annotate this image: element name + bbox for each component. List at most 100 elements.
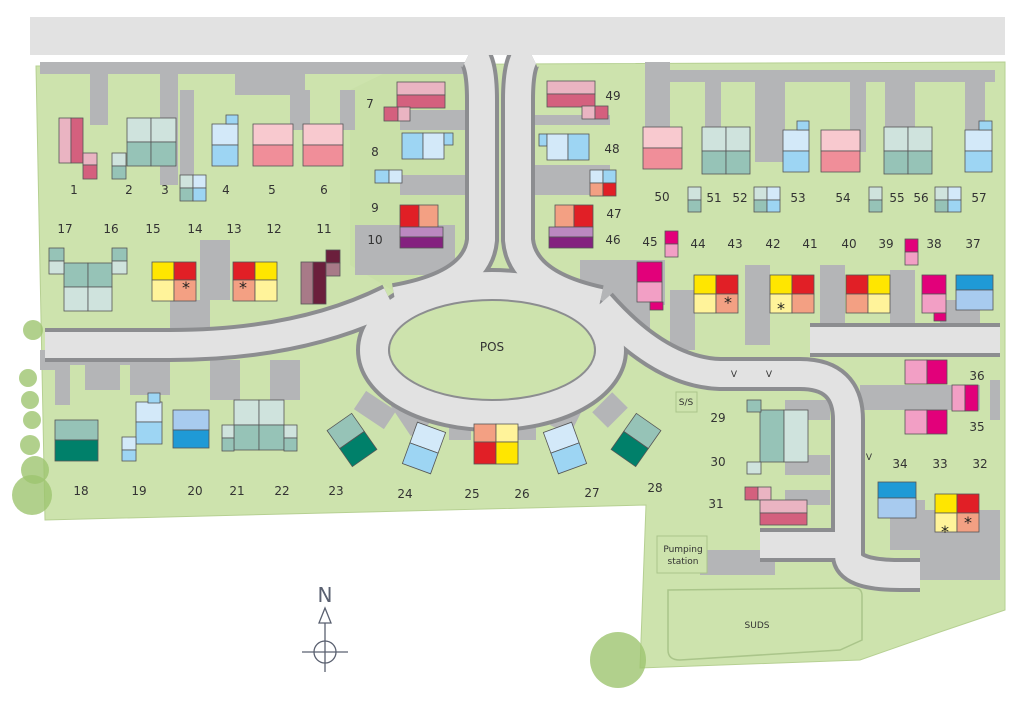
house-block (820, 150, 861, 173)
house-block (581, 105, 596, 120)
house-block (602, 169, 617, 184)
driveway (270, 360, 300, 400)
plot-number-29: 29 (710, 411, 725, 425)
plot-number-36: 36 (969, 369, 984, 383)
house-block (933, 312, 947, 322)
plot-number-9: 9 (371, 201, 379, 215)
house-block (233, 399, 260, 426)
house-block (87, 262, 113, 288)
house-block (211, 123, 239, 146)
plot-number-15: 15 (145, 222, 160, 236)
house-block (867, 274, 891, 295)
tree-icon (12, 475, 52, 515)
pos-green (388, 299, 596, 401)
house-block (907, 150, 933, 175)
house-block (759, 499, 808, 514)
house-block (947, 186, 962, 201)
plot-number-16: 16 (103, 222, 118, 236)
compass-north-label: N (318, 583, 333, 607)
house-block (325, 249, 341, 264)
house-block (664, 230, 679, 245)
tree-icon (19, 369, 37, 387)
house-block (978, 120, 993, 131)
house-block (687, 199, 702, 213)
house-block (135, 401, 163, 423)
driveway (180, 90, 194, 180)
house-block (396, 94, 446, 109)
house-block (868, 199, 883, 213)
house-block (573, 204, 594, 228)
house-block (546, 93, 596, 108)
house-block (636, 261, 663, 283)
driveway (90, 65, 108, 125)
plot-number-46: 46 (605, 233, 620, 247)
driveway (670, 290, 695, 350)
house-block (221, 437, 235, 452)
house-block (715, 293, 739, 314)
house-block (58, 117, 72, 164)
house-block (422, 132, 445, 160)
house-block (934, 199, 949, 213)
house-block (883, 150, 909, 175)
house-block (907, 126, 933, 152)
house-block (495, 423, 519, 443)
house-block (602, 182, 617, 197)
suds-basin (667, 587, 863, 661)
house-block (473, 423, 497, 443)
plot-number-34: 34 (892, 457, 907, 471)
plot-number-56: 56 (913, 191, 928, 205)
plot-number-30: 30 (710, 455, 725, 469)
pos-label: POS (480, 340, 504, 354)
plot-number-22: 22 (274, 484, 289, 498)
house-block (473, 441, 497, 465)
tree-icon (23, 320, 43, 340)
house-block (567, 133, 590, 161)
house-block (701, 126, 727, 152)
driveway (130, 360, 170, 395)
house-block (845, 293, 869, 314)
house-block (642, 126, 683, 149)
plot-number-25: 25 (464, 487, 479, 501)
plot-number-3: 3 (161, 183, 169, 197)
driveway (210, 360, 240, 400)
north-arrow-icon (318, 606, 332, 624)
pumping-station-label: Pumping (663, 545, 702, 555)
house-block (766, 186, 781, 201)
driveway (85, 360, 120, 390)
house-block (845, 274, 869, 295)
plot-number-24: 24 (397, 487, 412, 501)
house-block (921, 274, 947, 295)
special-plot-marker-icon: * (964, 513, 972, 532)
plot-number-50: 50 (654, 190, 669, 204)
house-block (54, 439, 99, 462)
road (45, 288, 396, 358)
visitor-parking-label: V (866, 453, 873, 463)
house-block-rotated (401, 421, 447, 475)
house-block (904, 359, 928, 385)
house-block (589, 169, 604, 184)
driveway (755, 82, 785, 162)
house-block (147, 392, 161, 404)
driveway (353, 390, 397, 430)
house-block (173, 279, 197, 302)
house-block (399, 204, 420, 228)
special-plot-marker-icon: * (777, 299, 785, 318)
plot-number-38: 38 (926, 237, 941, 251)
plot-number-8: 8 (371, 145, 379, 159)
house-block (782, 150, 810, 173)
house-block (956, 512, 980, 533)
house-block (904, 409, 928, 435)
plot-number-45: 45 (642, 235, 657, 249)
house-block (594, 105, 609, 120)
house-block (636, 281, 663, 303)
plot-number-2: 2 (125, 183, 133, 197)
house-block (495, 441, 519, 465)
plot-number-42: 42 (765, 237, 780, 251)
plot-number-40: 40 (841, 237, 856, 251)
house-block (753, 199, 768, 213)
house-block (252, 123, 294, 146)
house-block (254, 279, 278, 302)
pumping-station-box (656, 535, 708, 574)
